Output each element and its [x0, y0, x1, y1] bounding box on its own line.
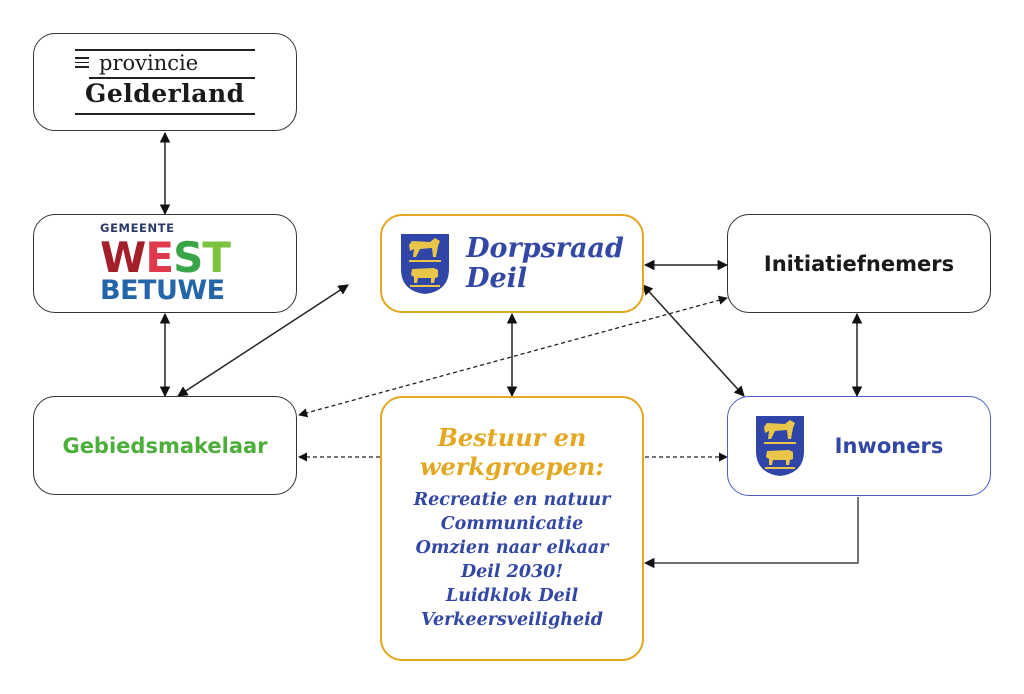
node-bestuur-werkgroepen[interactable]: Bestuur en werkgroepen: Recreatie en nat… — [380, 396, 644, 661]
deil-coat-of-arms-icon — [755, 416, 804, 476]
node-initiatiefnemers[interactable]: Initiatiefnemers — [727, 214, 991, 313]
gelderland-label: Gelderland — [85, 79, 245, 108]
werkgroep-item: Recreatie en natuur — [413, 490, 611, 511]
initiatiefnemers-label: Initiatiefnemers — [763, 251, 955, 276]
logo-rule-top — [75, 49, 255, 51]
werkgroep-item: Deil 2030! — [460, 562, 564, 583]
edge-initiatiefnemers-gebiedsmakelaar — [298, 295, 728, 418]
node-dorpsraad-deil[interactable]: Dorpsraad Deil — [380, 214, 644, 313]
bestuur-heading-line2: werkgroepen: — [419, 451, 605, 481]
edge-inwoners-bestuur — [643, 497, 859, 569]
gebiedsmakelaar-label: Gebiedsmakelaar — [62, 433, 268, 458]
werkgroep-item: Omzien naar elkaar — [415, 538, 609, 559]
deil-label: Deil — [466, 262, 528, 294]
gemeente-label: GEMEENTE — [100, 221, 175, 236]
west-betuwe-logo: GEMEENTE WEST BETUWE — [100, 221, 231, 306]
werkgroep-item: Communicatie — [440, 514, 584, 535]
dorpsraad-label: Dorpsraad — [466, 232, 624, 264]
werkgroep-item: Verkeersveiligheid — [420, 610, 603, 631]
inwoners-label: Inwoners — [834, 434, 944, 458]
provincie-gelderland-logo: provincie Gelderland — [75, 49, 255, 115]
bestuur-heading-line1: Bestuur en — [437, 422, 587, 452]
betuwe-label: BETUWE — [100, 274, 225, 306]
node-gebiedsmakelaar[interactable]: Gebiedsmakelaar — [33, 396, 297, 495]
logo-rule-middle — [89, 77, 255, 79]
logo-rule-bottom — [75, 113, 255, 115]
deil-coat-of-arms-icon — [401, 233, 450, 294]
node-inwoners[interactable]: Inwoners — [727, 396, 991, 496]
node-gemeente-west-betuwe[interactable]: GEMEENTE WEST BETUWE — [33, 214, 297, 313]
node-provincie-gelderland[interactable]: provincie Gelderland — [33, 33, 297, 131]
logo-lines-icon — [75, 57, 89, 71]
provincie-label: provincie — [99, 51, 199, 75]
west-label: WEST — [100, 232, 231, 282]
werkgroep-item: Luidklok Deil — [445, 586, 579, 607]
